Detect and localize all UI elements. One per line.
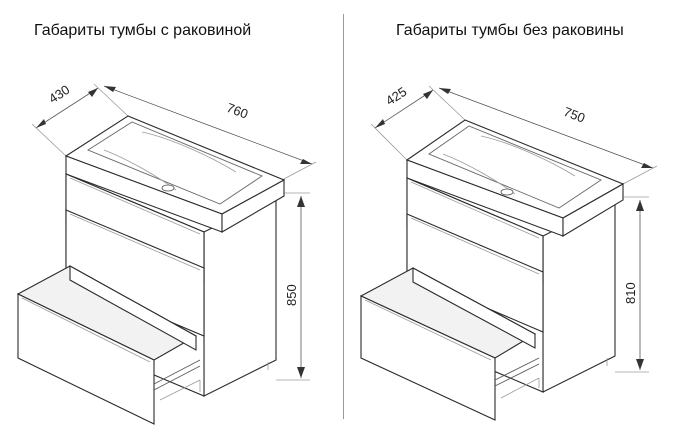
- drawer-bottom-front: [17, 293, 155, 425]
- height-label: 850: [284, 284, 299, 306]
- drawer-middle: [406, 213, 544, 333]
- width-dimension: 750: [438, 87, 658, 185]
- sink-outline: [428, 125, 602, 209]
- cabinet-with-sink-drawing: 430 760 850: [16, 82, 317, 425]
- drain-icon: [161, 184, 175, 192]
- depth-label: 425: [383, 84, 409, 108]
- width-label: 750: [562, 104, 588, 126]
- width-dimension: 760: [103, 85, 317, 181]
- drain-icon: [500, 188, 514, 196]
- left-title: Габариты тумбы с раковиной: [34, 22, 252, 39]
- cabinet-without-sink-drawing: 425 750 810: [359, 84, 658, 421]
- depth-label: 430: [46, 82, 72, 106]
- height-dimension: 810: [615, 196, 649, 373]
- divider-line: [343, 14, 344, 419]
- sink-side-edge: [221, 179, 285, 233]
- right-title: Габариты тумбы без раковины: [396, 22, 624, 39]
- height-dimension: 850: [276, 192, 310, 381]
- drawer-bottom-open: [359, 267, 540, 421]
- top-side-edge: [562, 183, 624, 237]
- height-label: 810: [623, 282, 638, 304]
- drawer-bottom-open: [16, 265, 201, 425]
- drawer-middle: [65, 209, 205, 337]
- width-label: 760: [225, 100, 251, 122]
- drawer-bottom-front: [360, 295, 496, 421]
- sink-basin: [87, 121, 263, 205]
